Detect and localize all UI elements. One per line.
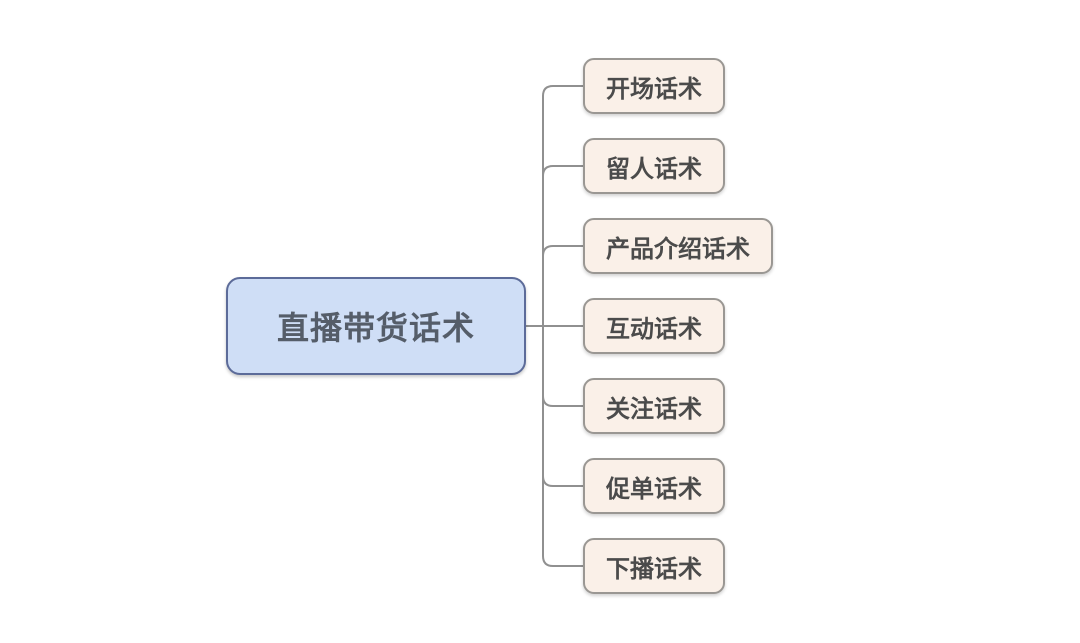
node-label: 关注话术 <box>606 394 702 423</box>
mindmap-node[interactable]: 关注话术 <box>583 378 725 434</box>
mindmap-node[interactable]: 互动话术 <box>583 298 725 354</box>
mindmap-node[interactable]: 下播话术 <box>583 538 725 594</box>
mindmap-node[interactable]: 促单话术 <box>583 458 725 514</box>
node-label: 下播话术 <box>606 554 702 583</box>
mindmap-node[interactable]: 开场话术 <box>583 58 725 114</box>
node-label: 开场话术 <box>606 74 702 103</box>
mindmap-node[interactable]: 留人话术 <box>583 138 725 194</box>
root-node[interactable]: 直播带货话术 <box>226 277 526 375</box>
root-node-label: 直播带货话术 <box>276 309 475 347</box>
node-label: 留人话术 <box>606 154 702 183</box>
node-label: 促单话术 <box>606 474 702 503</box>
node-label: 互动话术 <box>606 314 702 343</box>
mindmap-node[interactable]: 产品介绍话术 <box>583 218 773 274</box>
node-label: 产品介绍话术 <box>606 234 750 263</box>
